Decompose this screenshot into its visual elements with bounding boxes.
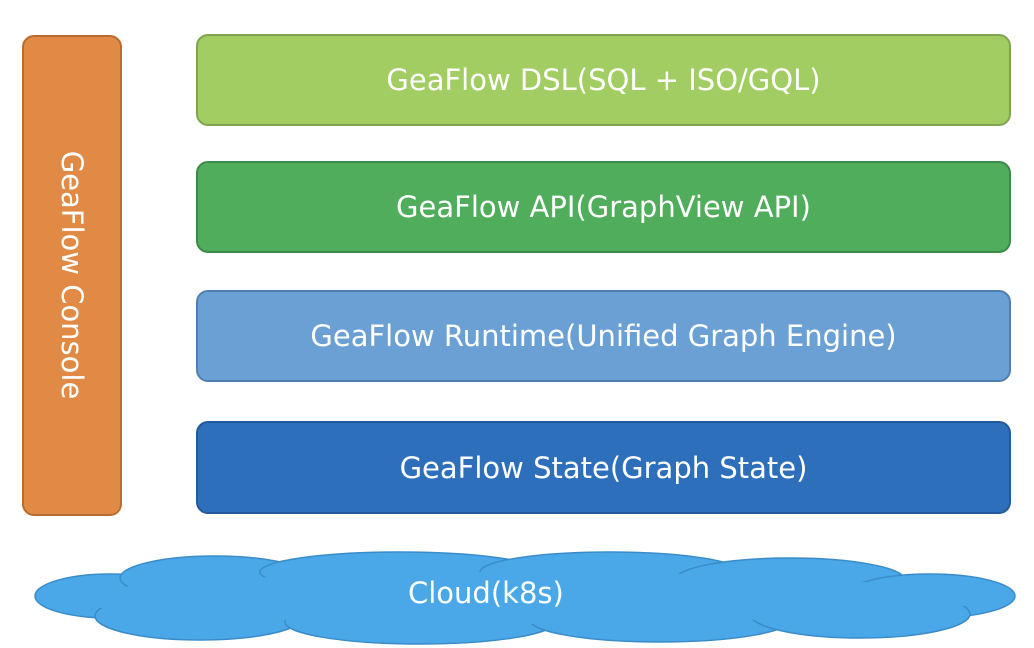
layer-runtime-label: GeaFlow Runtime(Unified Graph Engine) [310,319,897,353]
layer-api-label: GeaFlow API(GraphView API) [396,190,811,224]
layer-state-label: GeaFlow State(Graph State) [399,450,808,485]
cloud-shape [34,551,1016,645]
console-label: GeaFlow Console [55,150,89,400]
console-bar [22,35,122,516]
layer-dsl: GeaFlow DSL(SQL + ISO/GQL) [196,34,1011,126]
cloud-label: Cloud(k8s) [408,576,564,610]
layer-runtime: GeaFlow Runtime(Unified Graph Engine) [196,290,1011,382]
layer-api: GeaFlow API(GraphView API) [196,161,1011,253]
layer-dsl-label: GeaFlow DSL(SQL + ISO/GQL) [386,63,821,97]
layer-state: GeaFlow State(Graph State) [196,421,1011,514]
